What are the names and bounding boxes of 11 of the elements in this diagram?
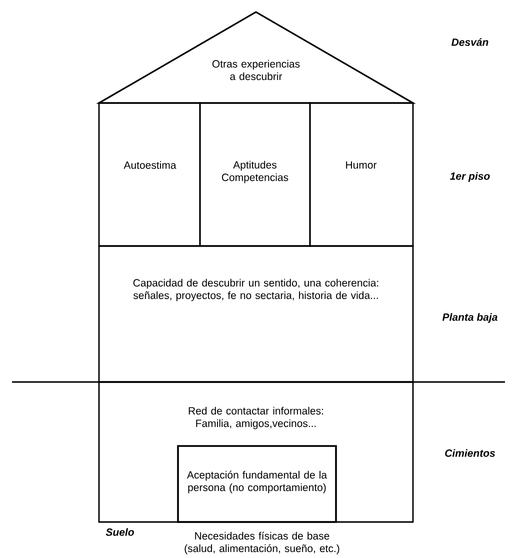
floor-box: Capacidad de descubrir un sentido, una coherencia: señales, proyectos, fe no sectaria, historia de vida... [98, 245, 414, 383]
note-text: Necesidades físicas de base (salud, alimentación, sueño, etc.) [184, 532, 340, 554]
side-label: Desván [452, 38, 488, 46]
room-box: Autoestima [98, 102, 201, 247]
side-label: Cimientos [445, 449, 495, 457]
side-label: Planta baja [442, 313, 498, 323]
room-box: Aptitudes Competencias [199, 102, 311, 247]
side-label: Suelo [106, 528, 134, 536]
side-label: 1er piso [450, 172, 490, 182]
core-box: Aceptación fundamental de la persona (no comportamiento) [177, 445, 337, 523]
room-box: Humor [309, 102, 414, 247]
